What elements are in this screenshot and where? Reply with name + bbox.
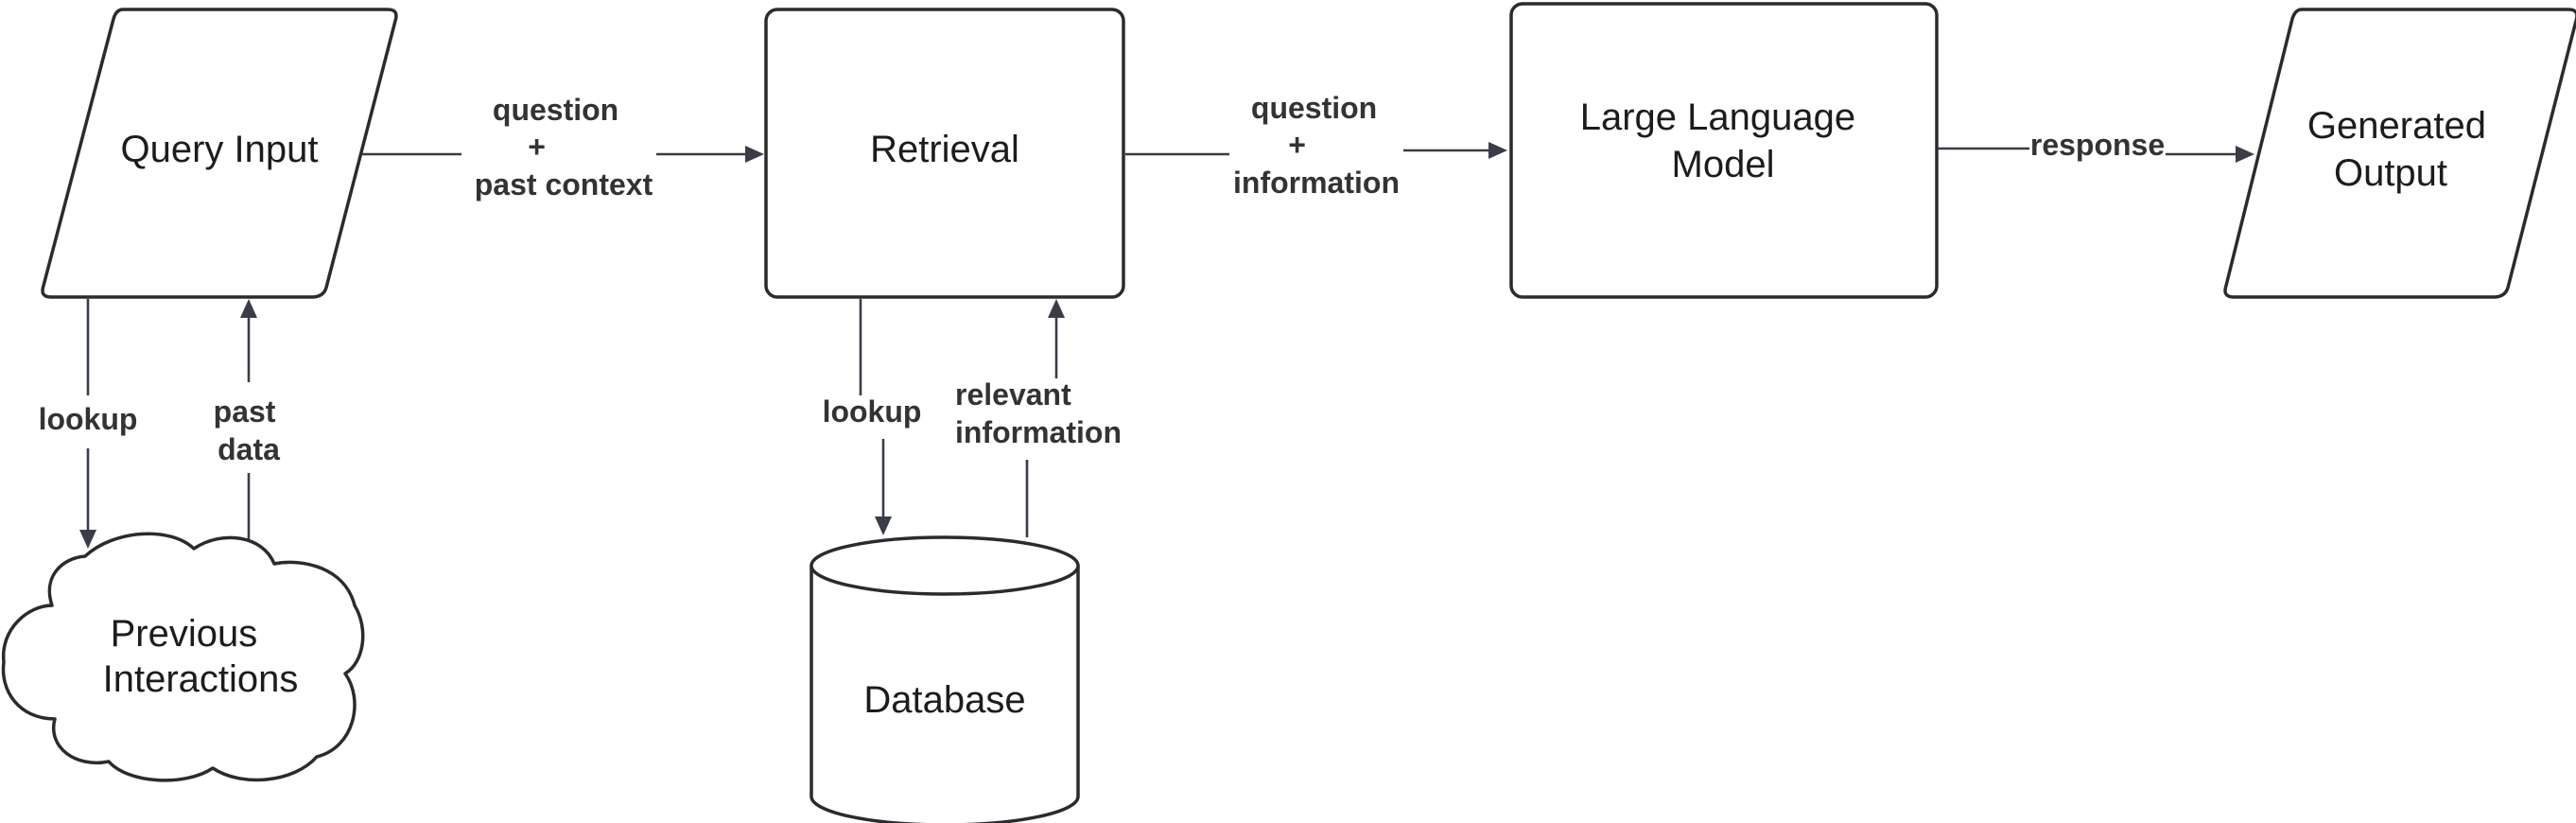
node-generated-output: Generated Output [2223, 8, 2576, 299]
edge-past-data: past data [214, 299, 285, 543]
process-box [764, 8, 1125, 299]
parallelogram-shape [41, 8, 398, 299]
cylinder-top [809, 535, 1080, 596]
arrowhead-icon [2236, 146, 2254, 163]
edge-llm-to-output: response [1937, 128, 2254, 163]
node-previous-interactions: Previous Interactions [1, 532, 365, 782]
edge-label-relevant-information: relevant information [955, 377, 1122, 449]
parallelogram-shape [2223, 8, 2576, 299]
arrowhead-icon [875, 517, 892, 535]
node-retrieval: Retrieval [764, 8, 1125, 299]
edge-label-lookup: lookup [39, 402, 138, 436]
edge-retrieval-lookup: lookup [823, 299, 922, 535]
edge-label-question-past-context: question + past context [475, 93, 653, 201]
edge-relevant-information: relevant information [955, 299, 1122, 537]
edge-retrieval-to-llm: question + information [1125, 91, 1507, 200]
arrowhead-icon [240, 299, 257, 318]
process-box [1509, 2, 1939, 299]
cloud-shape [1, 532, 365, 782]
edge-label-response: response [2030, 128, 2165, 162]
edge-query-lookup: lookup [39, 299, 138, 549]
edge-query-to-retrieval: question + past context [361, 93, 764, 201]
node-label-generated-output: Generated Output [2307, 105, 2497, 194]
node-label-database: Database [863, 679, 1025, 721]
node-query-input: Query Input [41, 8, 398, 299]
edge-label-past-data: past data [214, 394, 285, 466]
node-database: Database [809, 535, 1080, 823]
edge-label-question-information: question + information [1233, 91, 1400, 200]
node-large-language-model: Large Language Model [1509, 2, 1939, 299]
edge-label-lookup: lookup [823, 394, 922, 429]
arrowhead-icon [79, 530, 96, 549]
arrowhead-icon [1048, 299, 1065, 318]
cylinder-body [809, 566, 1080, 823]
arrowhead-icon [745, 146, 764, 163]
arrowhead-icon [1488, 142, 1507, 159]
node-label-retrieval: Retrieval [870, 129, 1019, 170]
node-label-query-input: Query Input [120, 129, 318, 170]
node-label-previous-interactions: Previous Interactions [103, 613, 299, 700]
node-label-large-language-model: Large Language Model [1580, 96, 1867, 185]
